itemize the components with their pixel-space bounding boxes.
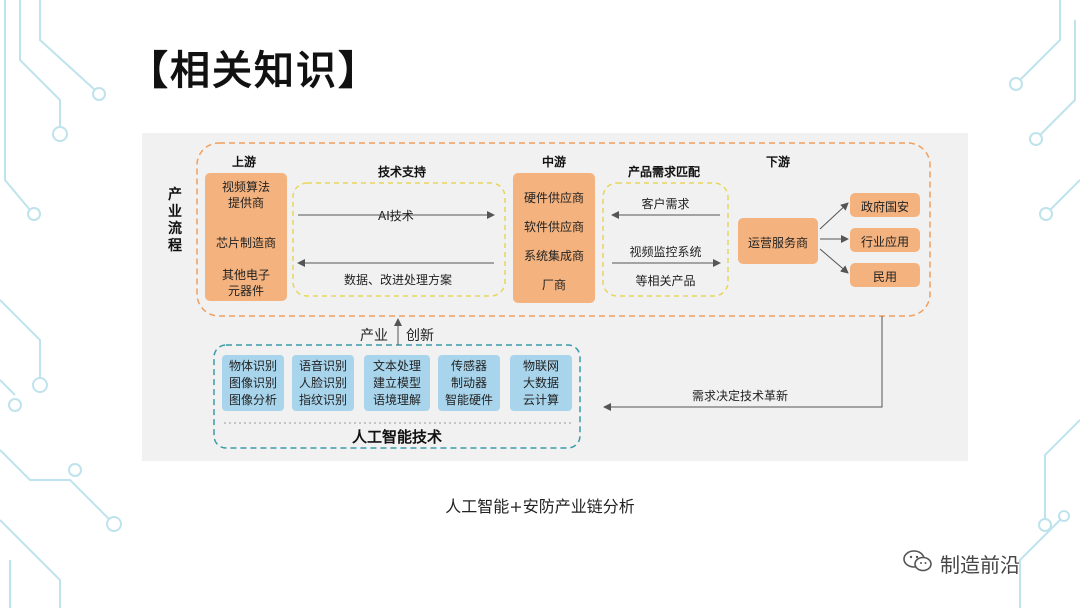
header-midstream: 中游 [542, 155, 567, 169]
midstream-item-vendor: 厂商 [541, 278, 566, 292]
midstream-item-software: 软件供应商 [523, 220, 584, 234]
ai-group-vision-text: 物体识别 图像识别 图像分析 [222, 358, 284, 409]
tech-forward-label: AI技术 [378, 209, 414, 223]
midstream-item-integrator: 系统集成商 [523, 249, 584, 263]
upstream-item-chip: 芯片制造商 [215, 236, 276, 250]
upstream-item-algorithm: 视频算法 提供商 [205, 179, 287, 211]
ai-item: 语境理解 [372, 393, 421, 407]
downstream-item-government-label: 政府国安 [860, 200, 909, 214]
ai-item: 物联网 [522, 359, 559, 373]
downstream-item-civil-label: 民用 [872, 270, 897, 284]
upstream-item-algorithm-line2: 提供商 [227, 196, 264, 210]
side-label-industry-process: 产业流程 [168, 187, 182, 254]
figure-caption: 人工智能+安防产业链分析 [445, 497, 635, 516]
ai-item: 图像识别 [228, 376, 277, 390]
downstream-item-government: 政府国安 [850, 193, 920, 217]
ai-item: 语音识别 [298, 359, 347, 373]
upstream-box: 视频算法 提供商 芯片制造商 其他电子 元器件 [205, 173, 287, 301]
ai-tech-title: 人工智能技术 [351, 428, 442, 446]
ai-group-cloud-text: 物联网 大数据 云计算 [510, 358, 572, 409]
ai-group-nlp-text: 文本处理 建立模型 语境理解 [364, 358, 430, 409]
ai-item: 大数据 [522, 376, 559, 390]
ai-item: 智能硬件 [444, 393, 493, 407]
ai-group-nlp: 文本处理 建立模型 语境理解 [364, 355, 430, 411]
circuit-decoration-right [1009, 0, 1080, 608]
upstream-item-algorithm-line1: 视频算法 [221, 180, 270, 194]
demand-top-label: 客户需求 [641, 197, 690, 211]
ai-item: 图像分析 [228, 393, 277, 407]
demand-middle-label: 视频监控系统 [629, 245, 702, 259]
downstream-item-civil: 民用 [850, 263, 920, 287]
ai-group-biometrics: 语音识别 人脸识别 指纹识别 [292, 355, 354, 411]
downstream-item-industry: 行业应用 [850, 228, 920, 252]
upstream-item-components-line2: 元器件 [227, 284, 264, 298]
demand-bottom-label: 等相关产品 [635, 274, 696, 288]
upstream-item-components: 其他电子 元器件 [205, 267, 287, 299]
circuit-decoration-left [0, 0, 122, 608]
ai-group-biometrics-text: 语音识别 人脸识别 指纹识别 [292, 358, 354, 409]
ai-group-hardware: 传感器 制动器 智能硬件 [438, 355, 500, 411]
header-downstream: 下游 [766, 155, 791, 169]
downstream-item-industry-label: 行业应用 [860, 235, 909, 249]
header-tech-support: 技术支持 [378, 165, 427, 179]
midstream-box: 硬件供应商 软件供应商 系统集成商 厂商 [513, 173, 595, 303]
tech-backward-label: 数据、改进处理方案 [344, 273, 453, 287]
ai-item: 制动器 [450, 376, 487, 390]
innovation-right-label: 创新 [406, 328, 434, 344]
ai-item: 文本处理 [372, 359, 421, 373]
ai-item: 传感器 [450, 359, 487, 373]
ai-item: 建立模型 [372, 376, 421, 390]
ai-group-vision: 物体识别 图像识别 图像分析 [222, 355, 284, 411]
upstream-item-components-line1: 其他电子 [221, 268, 270, 282]
ai-item: 人脸识别 [298, 376, 347, 390]
header-demand-match: 产品需求匹配 [628, 165, 701, 179]
innovation-left-label: 产业 [360, 328, 388, 344]
midstream-item-hardware: 硬件供应商 [523, 191, 584, 205]
header-upstream: 上游 [232, 155, 257, 169]
operator-box: 运营服务商 [738, 218, 818, 264]
diagram-panel: 产业流程 上游 技术支持 中游 产品需求匹配 下游 视频算法 提供商 芯片制造商… [142, 133, 968, 461]
brand-label: 制造前沿 [940, 553, 1020, 577]
operator-label: 运营服务商 [747, 236, 808, 250]
ai-item: 物体识别 [228, 359, 277, 373]
ai-item: 云计算 [522, 393, 559, 407]
feedback-label: 需求决定技术革新 [692, 389, 789, 403]
page-title: 【相关知识】 [128, 47, 380, 94]
ai-group-hardware-text: 传感器 制动器 智能硬件 [438, 358, 500, 409]
ai-group-cloud: 物联网 大数据 云计算 [510, 355, 572, 411]
ai-item: 指纹识别 [298, 393, 347, 407]
wechat-icon [903, 550, 932, 572]
diagram-lines [196, 142, 931, 449]
